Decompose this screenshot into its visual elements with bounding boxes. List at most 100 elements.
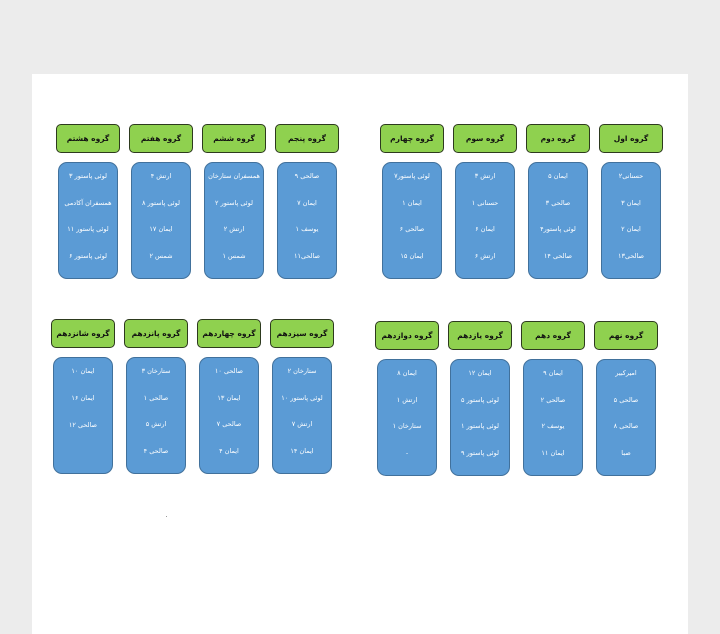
group-header: گروه یازدهم <box>448 321 512 350</box>
group-member: همسفران آکادمی <box>64 198 112 207</box>
group-member: ایمان ۲ <box>621 225 641 233</box>
group-member: صالحی ۴ <box>143 446 169 455</box>
group-member: ایمان ۱۴ <box>290 446 314 455</box>
quadrant-bottom-left: گروه سیزدهم ستارخان ۲ لوئی پاستور ۱۰ ارتش ۷… <box>50 319 335 474</box>
group-member: صبا <box>621 448 631 457</box>
group-member: ستارخان ۲ <box>287 367 317 375</box>
stray-dot <box>166 516 167 517</box>
group-members-box: ارتش ۴ لوئی پاستور ۸ ایمان ۱۷ شمس ۲ <box>131 162 191 279</box>
group-header: گروه سوم <box>453 124 517 153</box>
group-member: ارتش ۳ <box>474 172 496 180</box>
group-header: گروه ششم <box>202 124 266 153</box>
group-member: حسنانی۲ <box>618 172 644 180</box>
group-column: گروه پانزدهم ستارخان ۳ صالحی ۱ ارتش ۵ صالحی … <box>123 319 189 474</box>
group-member: ایمان ۱۱ <box>541 448 565 457</box>
group-members-box: صالحی ۱۰ ایمان ۱۳ صالحی ۷ ایمان ۴ <box>199 357 259 474</box>
group-member: لوئی پاستور۴ <box>540 225 576 233</box>
group-member: ارتش ۱ <box>396 395 418 404</box>
group-member: امیرکبیر <box>615 369 637 377</box>
group-member: ایمان ۱۰ <box>71 367 95 375</box>
group-header: گروه نهم <box>594 321 658 350</box>
group-column: گروه شانزدهم ایمان ۱۰ ایمان ۱۶ صالحی ۱۲ <box>50 319 116 474</box>
group-header: گروه دوازدهم <box>375 321 439 350</box>
group-member: صالحی ۸ <box>613 422 639 430</box>
group-header: گروه پنجم <box>275 124 339 153</box>
group-member: لوئی پاستور ۸ <box>142 198 180 207</box>
group-member: صالحی ۱۰ <box>214 367 244 375</box>
group-members-box: لوئی پاستور۷ ایمان ۱ صالحی ۶ ایمان ۱۵ <box>382 162 442 279</box>
group-member: لوئی پاستور ۱۰ <box>281 393 323 402</box>
group-member: ایمان ۹ <box>543 369 563 377</box>
group-column: گروه دهم ایمان ۹ صالحی ۲ یوسف ۲ ایمان ۱۱ <box>520 321 586 476</box>
group-header: گروه دهم <box>521 321 585 350</box>
group-member: ایمان ۱۵ <box>400 251 424 260</box>
group-member: لوئی پاستور۷ <box>394 172 430 180</box>
group-member: ایمان ۷ <box>297 198 317 207</box>
group-member: شمس ۱ <box>222 251 246 260</box>
group-member: ایمان ۳ <box>621 198 641 207</box>
group-column: گروه هفتم ارتش ۴ لوئی پاستور ۸ ایمان ۱۷ شمس … <box>128 124 194 279</box>
group-member: ایمان ۱ <box>402 198 422 207</box>
group-header: گروه پانزدهم <box>124 319 188 348</box>
group-members-box: ایمان ۱۰ ایمان ۱۶ صالحی ۱۲ <box>53 357 113 474</box>
group-member: لوئی پاستور ۲ <box>215 198 253 207</box>
group-member: صالحی ۹ <box>294 172 320 180</box>
group-member: ایمان ۱۳ <box>217 393 241 402</box>
group-member: لوئی پاستور ۹ <box>461 448 499 457</box>
group-members-box: ستارخان ۲ لوئی پاستور ۱۰ ارتش ۷ ایمان ۱۴ <box>272 357 332 474</box>
group-member: ایمان ۱۲ <box>468 369 492 377</box>
group-member: لوئی پاستور ۳ <box>69 172 107 180</box>
group-members-box: ایمان ۹ صالحی ۲ یوسف ۲ ایمان ۱۱ <box>523 359 583 476</box>
group-member: ارتش ۷ <box>291 420 313 428</box>
group-member: ستارخان ۱ <box>392 422 422 430</box>
group-member: ایمان ۱۶ <box>71 394 95 402</box>
group-member: صالحی ۱۲ <box>68 421 98 429</box>
group-header: گروه هفتم <box>129 124 193 153</box>
group-column: گروه چهاردهم صالحی ۱۰ ایمان ۱۳ صالحی ۷ ایمان… <box>196 319 262 474</box>
group-member: صالحی ۲ <box>540 395 566 404</box>
group-member: ایمان ۱۷ <box>149 225 173 233</box>
group-member: یوسف ۲ <box>541 422 565 430</box>
group-header: گروه دوم <box>526 124 590 153</box>
group-member: - <box>405 448 409 457</box>
group-member: ارتش ۴ <box>150 172 172 180</box>
group-member: صالحی ۱ <box>143 393 169 402</box>
group-member: ایمان ۸ <box>397 369 417 377</box>
group-column: گروه دوازدهم ایمان ۸ ارتش ۱ ستارخان ۱ - <box>374 321 440 476</box>
group-header: گروه سیزدهم <box>270 319 334 348</box>
group-header: گروه شانزدهم <box>51 319 115 348</box>
group-header: گروه چهاردهم <box>197 319 261 348</box>
group-member: ایمان ۵ <box>548 172 568 180</box>
group-member: شمس ۲ <box>149 251 173 260</box>
group-member: ایمان ۴ <box>219 446 239 455</box>
group-column: گروه سیزدهم ستارخان ۲ لوئی پاستور ۱۰ ارتش ۷… <box>269 319 335 474</box>
group-member: صالحی ۶ <box>399 225 425 233</box>
group-header: گروه اول <box>599 124 663 153</box>
group-member: ارتش ۶ <box>474 251 496 260</box>
group-members-box: لوئی پاستور ۳ همسفران آکادمی لوئی پاستور ۱… <box>58 162 118 279</box>
group-members-box: ایمان ۸ ارتش ۱ ستارخان ۱ - <box>377 359 437 476</box>
group-member: ارتش ۵ <box>145 420 167 428</box>
group-member: همسفران ستارخان <box>208 172 260 180</box>
group-member: صالحی ۷ <box>216 420 242 428</box>
group-member: ستارخان ۳ <box>141 367 171 375</box>
group-member: لوئی پاستور ۱۱ <box>67 225 109 233</box>
